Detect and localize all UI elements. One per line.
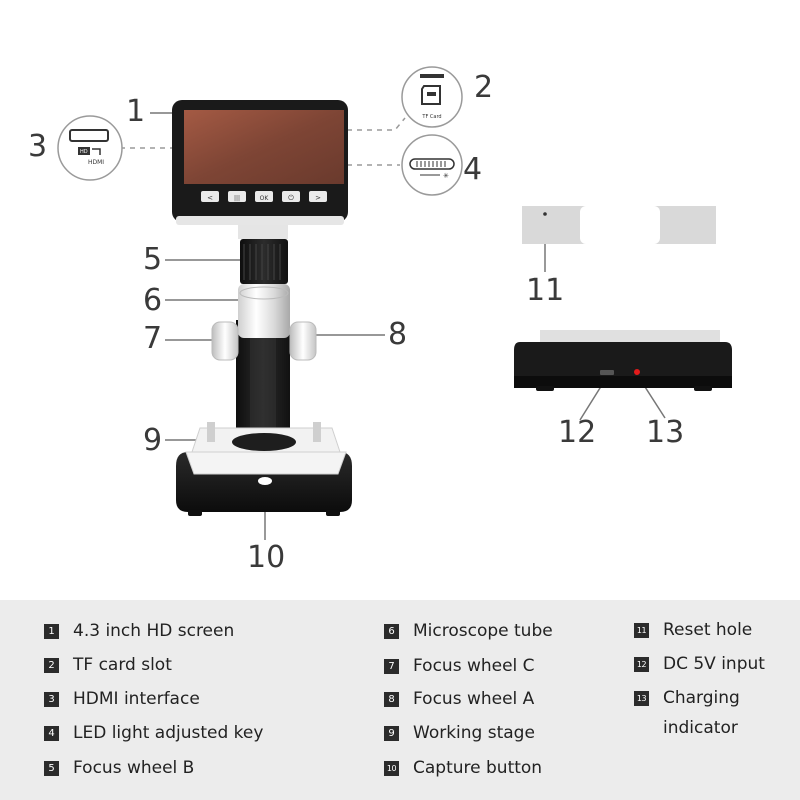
legend-number-badge: 2 (44, 658, 59, 673)
button-power: ⏻ (288, 194, 294, 202)
legend-label: Capture button (413, 758, 543, 778)
legend-label: Reset hole (663, 620, 753, 640)
callout-12: 12 (558, 415, 597, 450)
svg-text:✳: ✳ (443, 172, 449, 180)
focus-wheel-c (211, 321, 239, 361)
legend-number-badge: 5 (44, 761, 59, 776)
legend-label: Charging indicator (663, 688, 740, 738)
callout-8: 8 (388, 317, 408, 352)
legend-number-badge: 10 (384, 761, 399, 776)
legend-number-badge: 13 (634, 691, 649, 706)
hdmi-icon-label: HDMI (88, 159, 104, 166)
legend-label: Focus wheel B (73, 758, 195, 778)
legend-item: 5 Focus wheel B (44, 758, 194, 783)
legend-item: 11 Reset hole (634, 620, 752, 645)
legend-label: Focus wheel C (413, 656, 535, 676)
legend-item: 8 Focus wheel A (384, 689, 534, 714)
legend-number-badge: 3 (44, 692, 59, 707)
button-next: > (315, 194, 321, 202)
reset-hole-detail (522, 206, 716, 244)
legend-item: 7 Focus wheel C (384, 656, 535, 681)
rear-ports-detail (514, 330, 732, 391)
screen (184, 110, 344, 184)
hdmi-badge-text: HD (80, 149, 88, 155)
legend-label: DC 5V input (663, 654, 765, 674)
legend-number-badge: 11 (634, 623, 649, 638)
callout-6: 6 (143, 283, 163, 318)
legend-item: 2 TF card slot (44, 655, 172, 680)
hdmi-port-icon: HD HDMI (57, 115, 123, 181)
button-ok: OK (260, 195, 270, 202)
callout-11: 11 (526, 273, 565, 308)
legend-number-badge: 4 (44, 726, 59, 741)
legend-label: TF card slot (73, 655, 172, 675)
legend-number-badge: 1 (44, 624, 59, 639)
legend-number-badge: 7 (384, 659, 399, 674)
monitor-neck (238, 225, 288, 239)
microscope-tube (238, 284, 290, 338)
legend-item: 4 LED light adjusted key (44, 723, 263, 748)
callout-5: 5 (143, 242, 163, 277)
parts-legend: 1 4.3 inch HD screen 2 TF card slot 3 HD… (0, 600, 800, 800)
legend-label: HDMI interface (73, 689, 200, 709)
connector-lines (120, 117, 406, 166)
capture-button (258, 477, 272, 485)
legend-number-badge: 6 (384, 624, 399, 639)
callout-4: 4 (463, 152, 483, 187)
microscope-illustration: < ||| OK ⏻ > (57, 66, 732, 540)
tf-card-icon-label: TF Card (421, 114, 441, 120)
legend-number-badge: 12 (634, 657, 649, 672)
tf-card-icon: TF Card (401, 66, 463, 128)
button-prev: < (207, 194, 213, 202)
legend-label: Microscope tube (413, 621, 553, 641)
legend-number-badge: 9 (384, 726, 399, 741)
button-menu: ||| (234, 195, 240, 202)
legend-item: 3 HDMI interface (44, 689, 200, 714)
focus-wheel-b (240, 239, 288, 284)
screen-buttons: < ||| OK ⏻ > (201, 191, 327, 202)
legend-item: 1 4.3 inch HD screen (44, 621, 234, 646)
callout-2: 2 (474, 70, 494, 105)
legend-label: Working stage (413, 723, 535, 743)
legend-item: 10 Capture button (384, 758, 542, 783)
callout-10: 10 (247, 540, 286, 575)
callout-7: 7 (143, 321, 163, 356)
callout-9: 9 (143, 423, 163, 458)
legend-label: LED light adjusted key (73, 723, 264, 743)
legend-item: 6 Microscope tube (384, 621, 553, 646)
legend-number-badge: 8 (384, 692, 399, 707)
dc-input-port (600, 370, 614, 375)
microscope-base (176, 451, 352, 516)
product-diagram: < ||| OK ⏻ > (28, 66, 732, 575)
focus-wheel-a (289, 321, 317, 361)
legend-item: 13 Charging indicator (634, 688, 774, 743)
led-key-icon: ✳ (401, 134, 463, 196)
legend-label: Focus wheel A (413, 689, 535, 709)
callout-13: 13 (646, 415, 685, 450)
display-monitor: < ||| OK ⏻ > (172, 100, 348, 225)
callout-3: 3 (28, 129, 48, 164)
callout-1: 1 (126, 94, 146, 129)
legend-label: 4.3 inch HD screen (73, 621, 235, 641)
legend-item: 9 Working stage (384, 723, 535, 748)
legend-item: 12 DC 5V input (634, 654, 765, 679)
charging-indicator-led (634, 369, 640, 375)
